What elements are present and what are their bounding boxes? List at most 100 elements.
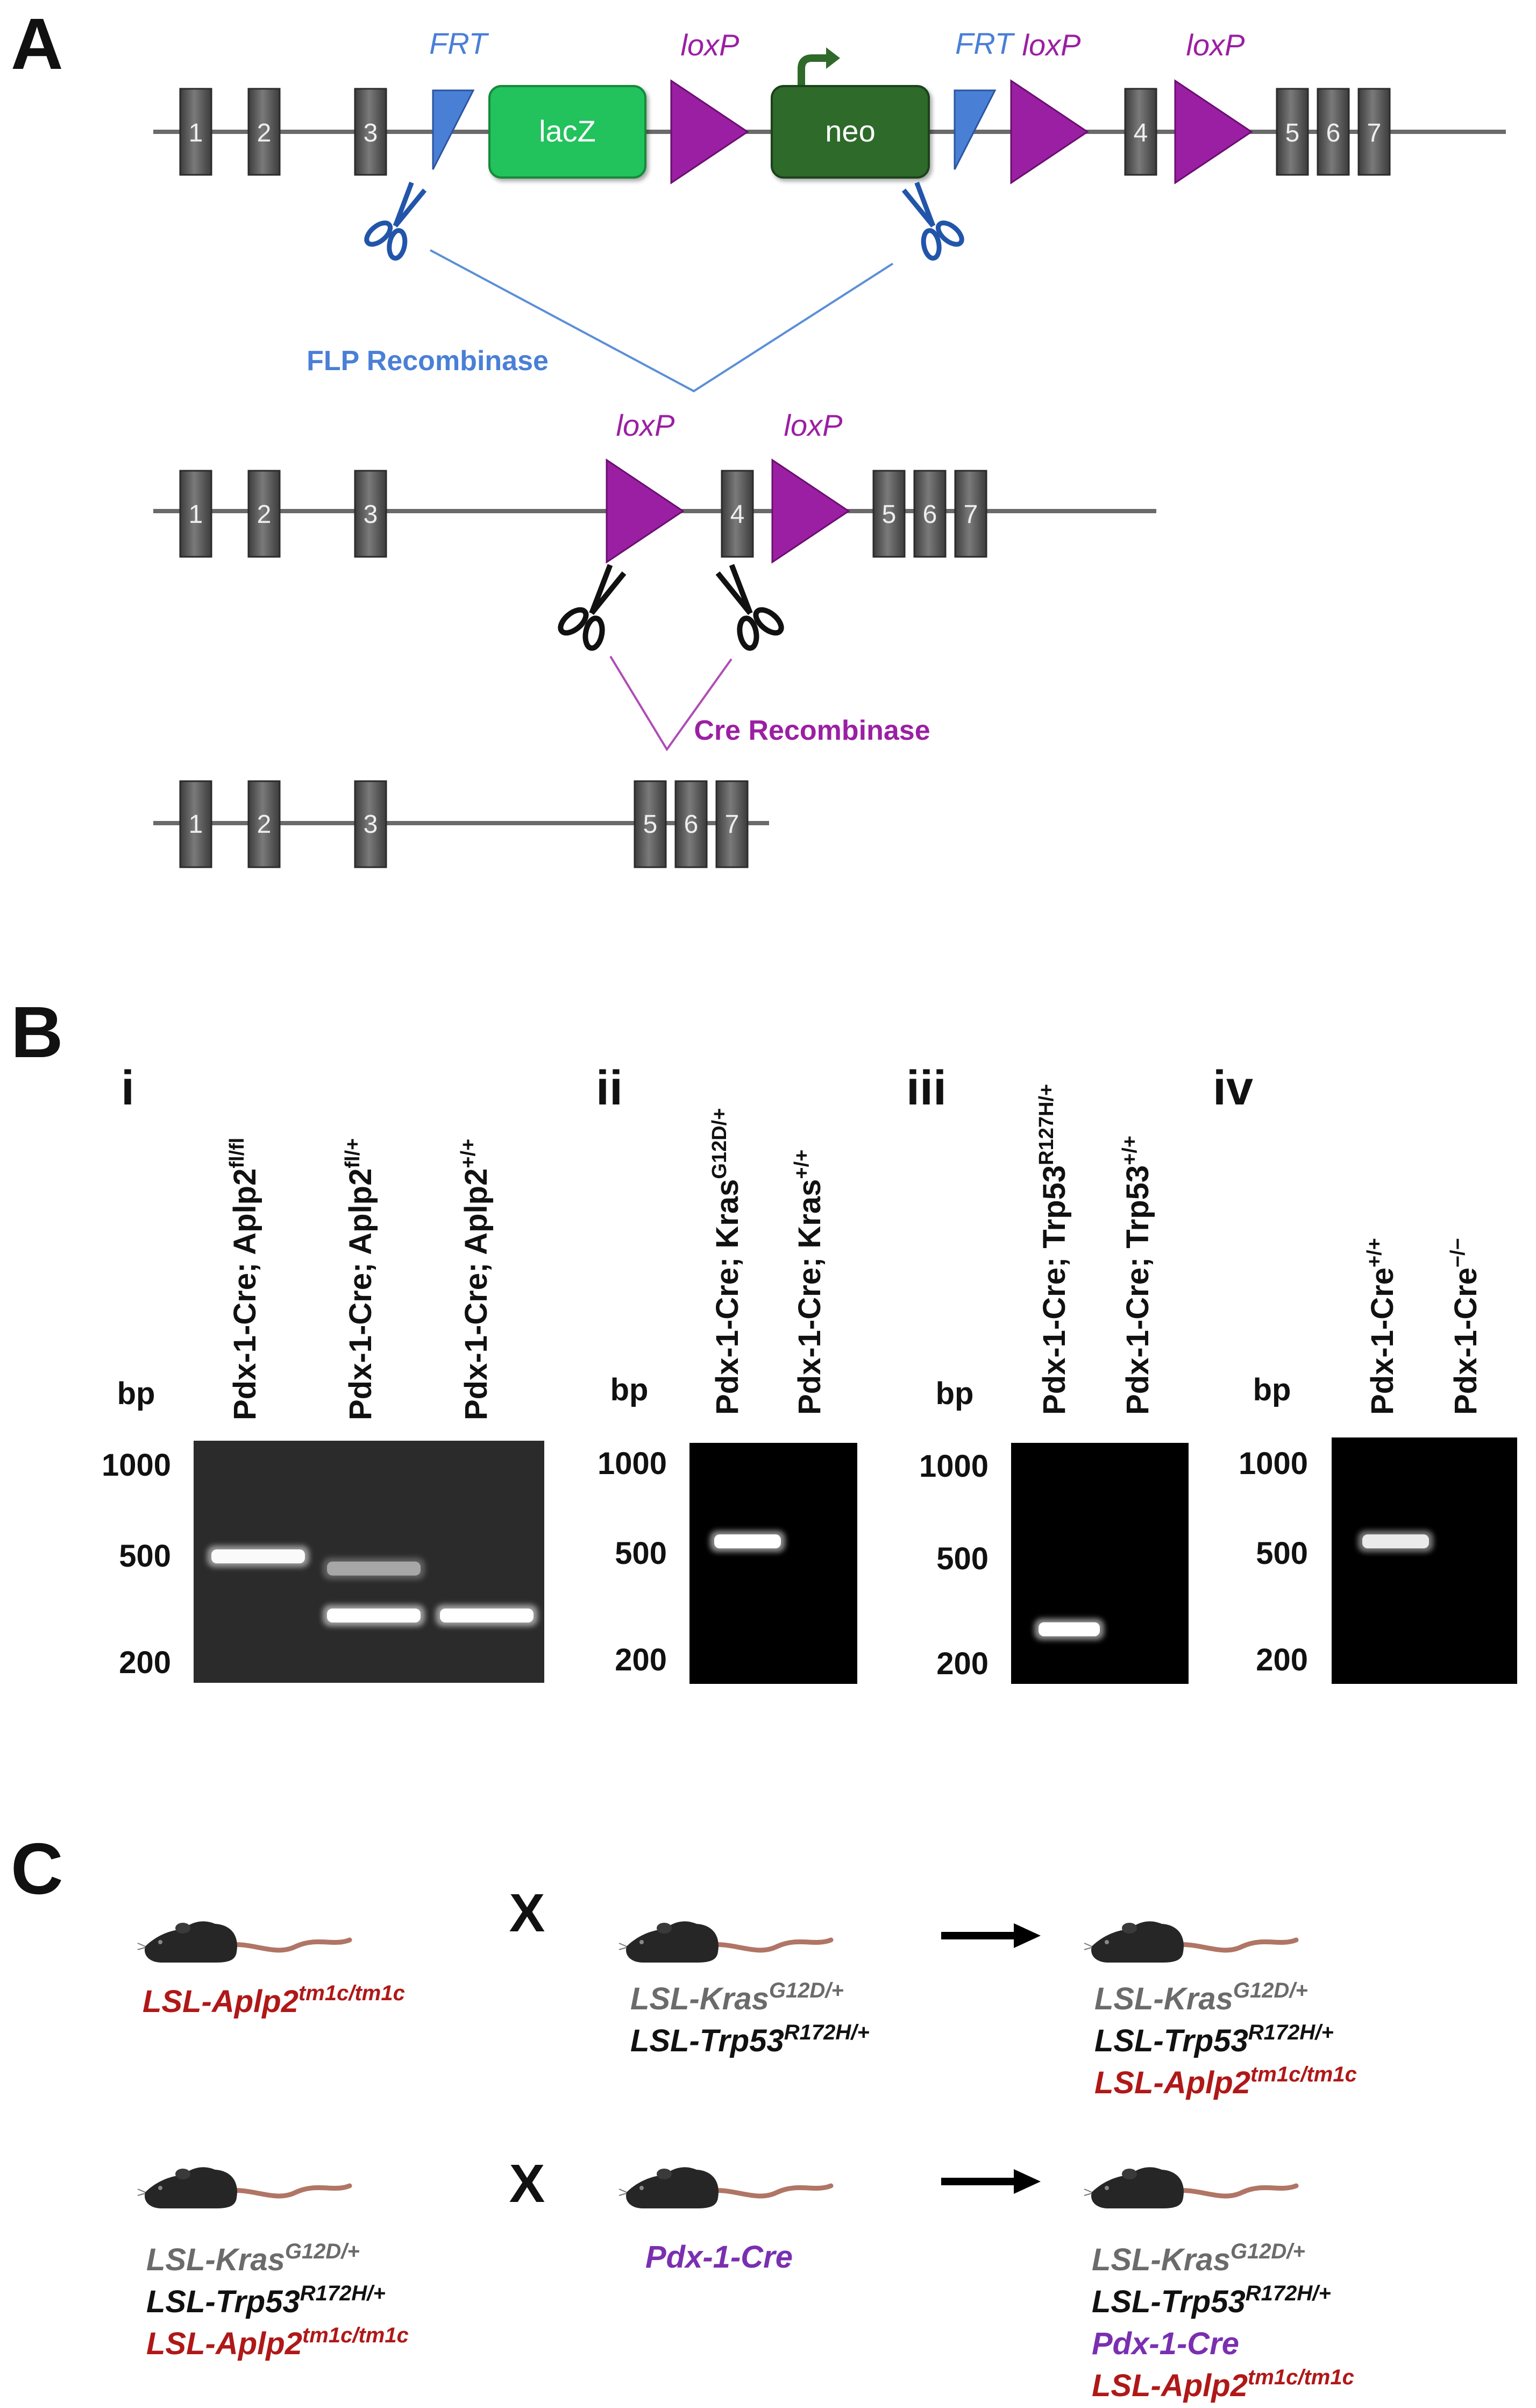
exon-label: 1: [189, 500, 203, 529]
gel-band: [327, 1608, 421, 1623]
frt-label: FRT: [955, 26, 1015, 60]
mouse-icon: [1084, 1921, 1299, 1963]
genotype-label: LSL-KrasG12D/+: [1092, 2240, 1305, 2277]
exon-label: 7: [1367, 119, 1382, 147]
exon: [179, 780, 212, 868]
exon-label: 5: [882, 500, 897, 529]
promoter-arrow-head: [826, 47, 840, 69]
mouse-icon: [137, 2167, 352, 2208]
exon: [247, 88, 281, 176]
ladder-label: 500: [936, 1541, 989, 1576]
loxp-label: loxP: [616, 408, 675, 442]
ladder-label: 200: [119, 1645, 171, 1680]
exon: [1357, 88, 1391, 176]
exon-label: 2: [257, 810, 272, 839]
lane-label: Pdx-1-Cre; Trp53+/+: [1119, 1136, 1155, 1415]
bp-label: bp: [936, 1376, 974, 1411]
exon-label: 1: [189, 810, 203, 839]
loxp-label: loxP: [1022, 28, 1081, 62]
neo-cassette: [771, 85, 930, 179]
bp-label: bp: [1253, 1372, 1291, 1407]
allele-row-floxed: 1 2 3 loxP 4 loxP 5 6 7: [153, 408, 1156, 752]
mouse-icon: [137, 1921, 352, 1963]
frt-site: [432, 89, 475, 170]
exon: [354, 470, 387, 558]
genotype-label: LSL-Trp53R172H/+: [146, 2282, 386, 2319]
lane-label: Pdx-1-Cre; Aplp2fl/fl: [226, 1138, 262, 1420]
gel-image: [1332, 1437, 1517, 1684]
gel-band-glow: [323, 1557, 425, 1580]
scissors-icon: [715, 564, 784, 651]
lacz-cassette: [488, 85, 646, 179]
genotype-label: LSL-Aplp2tm1c/tm1c: [143, 1981, 405, 2019]
exon: [247, 470, 281, 558]
panel-a-letter: A: [11, 3, 63, 84]
mouse-icon: [618, 2167, 834, 2208]
loxp-site: [1010, 79, 1089, 185]
loxp-label: loxP: [784, 408, 843, 442]
exon: [179, 470, 212, 558]
gel-band: [327, 1561, 421, 1576]
exon: [634, 780, 667, 868]
gel-band: [211, 1549, 305, 1563]
exon-label: 4: [730, 500, 745, 529]
lane-label: Pdx-1-Cre−/−: [1447, 1238, 1483, 1415]
exon: [354, 88, 387, 176]
genotype-label: Pdx-1-Cre: [645, 2240, 793, 2275]
exon-label: 6: [923, 500, 937, 529]
exon: [1124, 88, 1157, 176]
exon-label: 5: [643, 810, 658, 839]
flp-connector: [430, 249, 894, 393]
genotype-label: LSL-Trp53R172H/+: [630, 2021, 870, 2058]
frt-site: [954, 89, 997, 170]
exon-label: 5: [1285, 119, 1300, 147]
gel-i: i bp Pdx-1-Cre; Aplp2fl/fl Pdx-1-Cre; Ap…: [102, 1061, 544, 1683]
lane-label: Pdx-1-Cre; Aplp2+/+: [457, 1139, 494, 1420]
gel-bands: [1358, 1531, 1433, 1553]
genotype-label: LSL-KrasG12D/+: [1094, 1979, 1308, 2016]
frt-label: FRT: [429, 26, 489, 60]
genotype-label: Pdx-1-Cre: [1092, 2326, 1239, 2361]
mouse-icon: [1084, 2167, 1299, 2208]
genotype-label: LSL-KrasG12D/+: [630, 1979, 844, 2016]
genotype-label: LSL-KrasG12D/+: [146, 2240, 360, 2277]
scissors-icon: [558, 564, 627, 651]
ladder-label: 500: [1256, 1536, 1308, 1571]
cross-symbol: X: [509, 1883, 545, 1943]
exon: [721, 470, 754, 558]
gel-iii: iii bp Pdx-1-Cre; Trp53R127H/+ Pdx-1-Cre…: [906, 1061, 1189, 1684]
genotype-label: LSL-Trp53R172H/+: [1094, 2021, 1334, 2058]
exon-label: 2: [257, 500, 272, 529]
cre-connector: [609, 655, 733, 752]
ladder-label: 1000: [598, 1446, 667, 1481]
loxp-site: [771, 458, 850, 564]
panel-c-letter: C: [11, 1828, 63, 1909]
gel-image: [1011, 1443, 1189, 1684]
promoter-arrow: [798, 54, 827, 86]
exon: [872, 470, 906, 558]
cross-symbol: X: [509, 2154, 545, 2214]
exon: [354, 780, 387, 868]
lacz-label: lacZ: [539, 114, 596, 148]
genotype-label: LSL-Aplp2tm1c/tm1c: [1092, 2365, 1354, 2403]
genotype-label: LSL-Aplp2tm1c/tm1c: [1094, 2063, 1357, 2100]
ladder-label: 1000: [1239, 1446, 1308, 1481]
panel-b: B i bp Pdx-1-Cre; Aplp2fl/fl Pdx-1-Cre; …: [11, 991, 1517, 1684]
gel-band: [440, 1608, 534, 1623]
ladder-label: 1000: [919, 1449, 989, 1484]
gel-numeral: ii: [596, 1061, 623, 1115]
loxp-site: [1174, 79, 1253, 185]
exon-label: 7: [725, 810, 739, 839]
ladder-label: 500: [119, 1539, 171, 1574]
allele-row-targeted: 1 2 3 FRT lacZ loxP neo FRT loxP: [153, 26, 1506, 393]
genotype-label: LSL-Trp53R172H/+: [1092, 2282, 1331, 2319]
exon-label: 6: [684, 810, 699, 839]
gel-bands: [207, 1546, 538, 1626]
scissors-icon: [901, 181, 964, 261]
allele-row-deleted: 1 2 3 5 6 7: [153, 780, 769, 868]
ladder-label: 200: [615, 1642, 667, 1677]
gel-bands: [1034, 1618, 1104, 1640]
gel-numeral: iv: [1213, 1061, 1253, 1115]
